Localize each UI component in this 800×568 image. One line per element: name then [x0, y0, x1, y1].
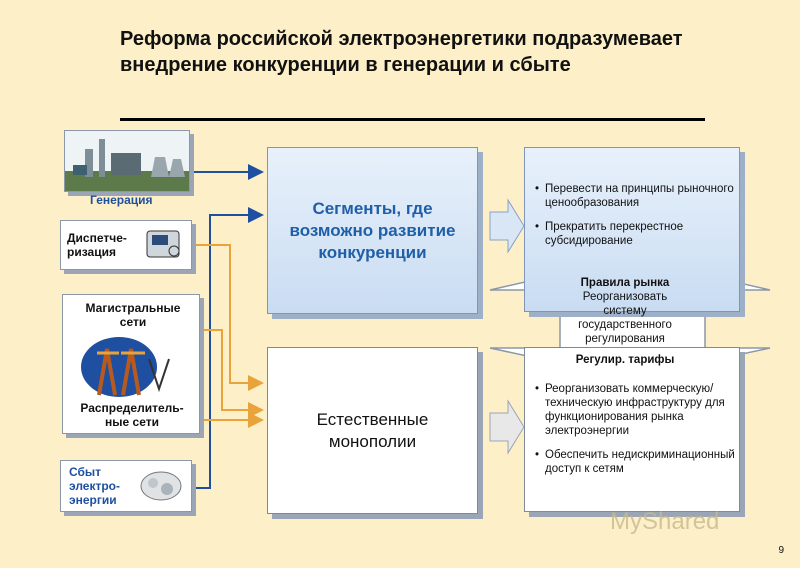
natural-monopolies-box: Естественные монополии: [267, 347, 478, 514]
generation-image: [64, 130, 190, 192]
title-underline: [120, 118, 705, 121]
sales-box: Сбыт электро- энергии: [60, 460, 192, 512]
list-item: Обеспечить недискриминационный доступ к …: [535, 448, 735, 476]
watermark: MyShared: [610, 508, 720, 535]
right-bottom-list: Реорганизовать коммерческую/техническую …: [535, 382, 735, 486]
market-rules-label: Правила рынка: [580, 277, 670, 289]
competition-segments-box: Сегменты, где возможно развитие конкурен…: [267, 147, 478, 314]
distribution-label: Распределитель- ные сети: [80, 401, 184, 429]
power-plant-icon: [65, 139, 189, 191]
competition-text: Сегменты, где возможно развитие конкурен…: [289, 198, 456, 262]
right-bottom-box: Реорганизовать коммерческую/техническую …: [524, 347, 740, 512]
money-icon: [140, 471, 182, 501]
list-item: Перевести на принципы рыночного ценообра…: [535, 182, 735, 210]
arrow-bottom-icon: [489, 399, 525, 455]
power-lines-icon: [81, 337, 170, 397]
control-panel-icon: [146, 230, 180, 258]
dispatch-label: Диспетче- ризация: [67, 231, 127, 259]
list-item: Реорганизовать коммерческую/техническую …: [535, 382, 735, 438]
grid-box: Магистральные сети Распределитель- ные с…: [62, 294, 200, 434]
right-top-box: Перевести на принципы рыночного ценообра…: [524, 147, 740, 312]
page-number: 9: [778, 545, 784, 556]
dispatch-box: Диспетче- ризация: [60, 220, 192, 270]
arrow-top-icon: [489, 198, 525, 254]
monopoly-text: Естественные монополии: [316, 409, 429, 451]
tariffs-label: Регулир. тарифы: [575, 354, 675, 366]
list-item: Прекратить перекрестное субсидирование: [535, 220, 735, 248]
right-top-list: Перевести на принципы рыночного ценообра…: [535, 182, 735, 258]
regulation-text: Реорганизовать систему государственного …: [578, 291, 672, 345]
sales-label: Сбыт электро- энергии: [69, 465, 121, 507]
trunk-label: Магистральные сети: [85, 301, 181, 329]
page-title: Реформа российской электроэнергетики под…: [120, 28, 683, 76]
generation-label: Генерация: [90, 193, 153, 207]
